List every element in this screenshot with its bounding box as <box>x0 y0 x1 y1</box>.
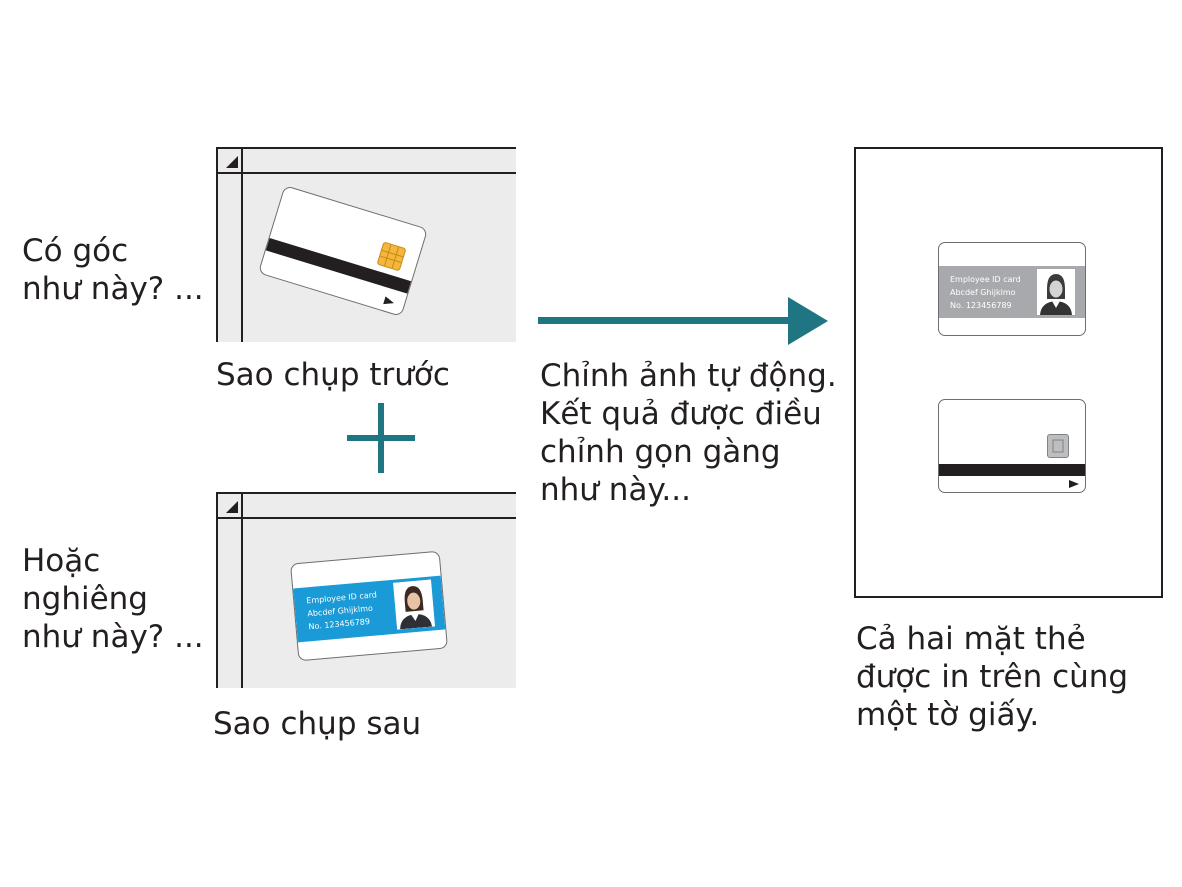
corner-mark-icon <box>226 501 238 513</box>
printed-card-back <box>938 399 1086 493</box>
person-photo-icon <box>393 579 436 630</box>
glass-edge-left <box>216 147 218 342</box>
arrow-right-icon <box>538 296 830 346</box>
glass-guide-vertical <box>241 492 243 688</box>
arrow-caption: Chỉnh ảnh tự động. Kết quả được điều chỉ… <box>540 357 837 509</box>
glass-edge-top <box>216 147 516 149</box>
glass-guide-vertical <box>241 147 243 342</box>
magnetic-stripe <box>939 464 1085 476</box>
question-tilted: Hoặc nghiêng như này? ... <box>22 542 204 656</box>
output-paper: Employee ID card Abcdef Ghijklmo No. 123… <box>854 147 1163 598</box>
result-caption-line-3: một tờ giấy. <box>856 697 1040 733</box>
question-angled-line-1: Có góc <box>22 233 129 269</box>
id-card-line-3: No. 123456789 <box>950 301 1012 310</box>
id-card-front-tilted: Employee ID card Abcdef Ghijklmo No. 123… <box>290 550 448 662</box>
printed-id-card-front: Employee ID card Abcdef Ghijklmo No. 123… <box>938 242 1086 336</box>
glass-guide-horizontal <box>216 172 516 174</box>
card-back-rotated <box>257 185 429 317</box>
arrow-caption-line-2: Kết quả được điều <box>540 396 822 432</box>
question-tilted-line-1: Hoặc <box>22 543 101 579</box>
scanner-glass-back: Employee ID card Abcdef Ghijklmo No. 123… <box>216 492 516 688</box>
question-angled: Có góc như này? ... <box>22 232 204 308</box>
question-tilted-line-2: nghiêng <box>22 581 148 617</box>
glass-guide-horizontal <box>216 517 516 519</box>
result-caption-line-2: được in trên cùng <box>856 659 1129 695</box>
question-tilted-line-3: như này? ... <box>22 619 204 655</box>
scanner-glass-front <box>216 147 516 342</box>
id-card-line-2: Abcdef Ghijklmo <box>950 288 1016 297</box>
plus-icon <box>347 403 415 473</box>
arrow-caption-line-4: như này... <box>540 472 691 508</box>
direction-triangle-icon <box>383 296 396 308</box>
direction-triangle-icon <box>1069 480 1079 488</box>
id-card-line-1: Employee ID card <box>950 275 1021 284</box>
person-photo-icon <box>1037 269 1075 315</box>
caption-front: Sao chụp trước <box>216 357 450 393</box>
glass-edge-top <box>216 492 516 494</box>
caption-back: Sao chụp sau <box>213 706 422 742</box>
corner-mark-icon <box>226 156 238 168</box>
question-angled-line-2: như này? ... <box>22 271 204 307</box>
arrow-caption-line-3: chỉnh gọn gàng <box>540 434 781 470</box>
result-caption: Cả hai mặt thẻ được in trên cùng một tờ … <box>856 620 1128 734</box>
chip-icon <box>376 241 407 272</box>
arrow-caption-line-1: Chỉnh ảnh tự động. <box>540 358 837 394</box>
chip-icon <box>1047 434 1069 458</box>
result-caption-line-1: Cả hai mặt thẻ <box>856 621 1086 657</box>
glass-edge-left <box>216 492 218 688</box>
